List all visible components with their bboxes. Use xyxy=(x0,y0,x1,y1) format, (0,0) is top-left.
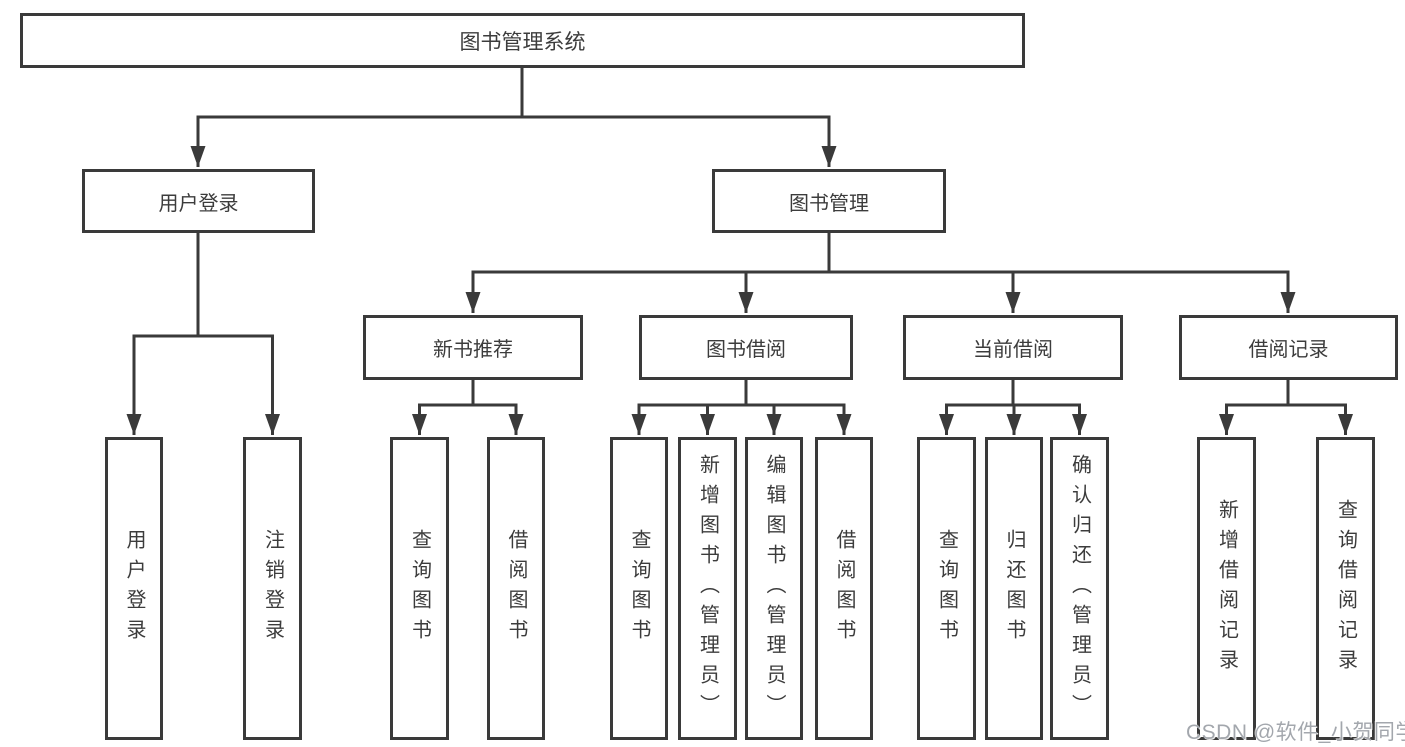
leaf-borrow-query-books: 查询图书 xyxy=(610,437,668,740)
leaf-records-query-borrow-record: 查询借阅记录 xyxy=(1316,437,1375,740)
leaf-borrow-borrow-books: 借阅图书 xyxy=(815,437,873,740)
node-user-login: 用户登录 xyxy=(82,169,315,233)
node-borrowing-records: 借阅记录 xyxy=(1179,315,1398,380)
node-new-book-recommendation: 新书推荐 xyxy=(363,315,583,380)
leaf-records-add-borrow-record: 新增借阅记录 xyxy=(1197,437,1256,740)
leaf-newbook-query-books: 查询图书 xyxy=(390,437,449,740)
watermark: CSDN @软件_小贺同学 xyxy=(1186,721,1405,744)
node-current-borrowing: 当前借阅 xyxy=(903,315,1123,380)
leaf-borrow-add-books-admin: 新增图书（管理员） xyxy=(678,437,737,740)
node-book-borrowing: 图书借阅 xyxy=(639,315,853,380)
leaf-newbook-borrow-books: 借阅图书 xyxy=(487,437,545,740)
leaf-current-return-books: 归还图书 xyxy=(985,437,1043,740)
leaf-current-confirm-return-admin: 确认归还（管理员） xyxy=(1050,437,1109,740)
leaf-user-login: 用户登录 xyxy=(105,437,163,740)
leaf-logout: 注销登录 xyxy=(243,437,302,740)
leaf-borrow-edit-books-admin: 编辑图书（管理员） xyxy=(745,437,803,740)
node-book-management: 图书管理 xyxy=(712,169,946,233)
leaf-current-query-books: 查询图书 xyxy=(917,437,976,740)
node-library-system: 图书管理系统 xyxy=(20,13,1025,68)
